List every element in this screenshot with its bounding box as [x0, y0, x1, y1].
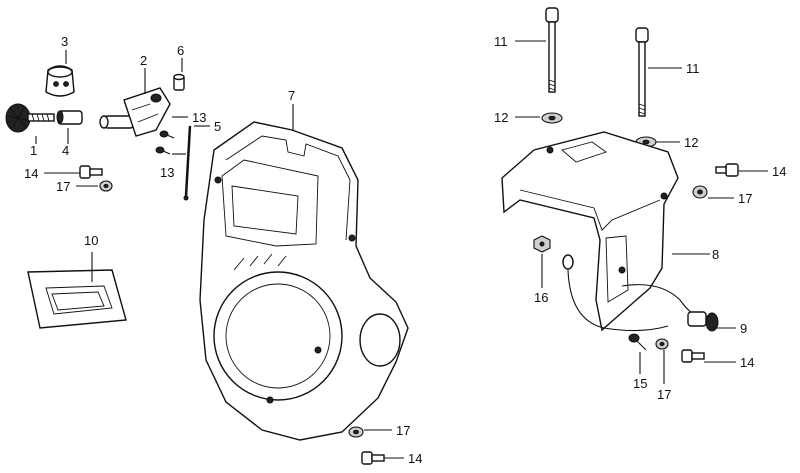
screw-13b-part: [155, 146, 171, 155]
sleeve-part: [56, 110, 83, 125]
callout-5: 5: [214, 119, 221, 134]
callout-12-right: 12: [684, 135, 698, 150]
callout-3: 3: [61, 34, 68, 49]
callout-17-bottom: 17: [396, 423, 410, 438]
callout-1: 1: [30, 143, 37, 158]
callout-14-right-upper: 14: [772, 164, 786, 179]
bolt-11-right-part: [635, 27, 649, 117]
callout-16: 16: [534, 290, 548, 305]
callout-2: 2: [140, 53, 147, 68]
stop-switch-part: [687, 311, 719, 332]
callout-13-lower: 13: [160, 165, 174, 180]
callout-8: 8: [712, 247, 719, 262]
bolt-14-left-part: [79, 165, 103, 179]
rod-part: [183, 125, 192, 201]
callout-4: 4: [62, 143, 69, 158]
callout-17-right-lower: 17: [657, 387, 671, 402]
callout-12-left: 12: [494, 110, 508, 125]
washer-17-right-upper-part: [692, 185, 708, 199]
callout-14-right-lower: 14: [740, 355, 754, 370]
pin-part: [173, 73, 185, 91]
screw-13a-part: [159, 130, 175, 139]
callout-7: 7: [288, 88, 295, 103]
fan-cover-part: [199, 121, 409, 441]
callout-17-left: 17: [56, 179, 70, 194]
callout-10: 10: [84, 233, 98, 248]
callout-13-upper: 13: [192, 110, 206, 125]
callout-11-right: 11: [686, 61, 700, 76]
callout-15: 15: [633, 376, 647, 391]
bolt-14-right-lower-part: [681, 349, 705, 363]
shroud-part: [501, 131, 679, 332]
washer-17-bottom-part: [348, 426, 364, 438]
cap-part: [45, 65, 75, 97]
callout-11-left: 11: [494, 34, 508, 49]
bolt-14-right-upper-part: [715, 163, 739, 177]
callout-9: 9: [740, 321, 747, 336]
washer-17-right-lower-part: [655, 338, 669, 350]
callout-17-right-upper: 17: [738, 191, 752, 206]
nut-16-part: [533, 235, 551, 253]
callout-6: 6: [177, 43, 184, 58]
bracket-part: [99, 87, 171, 137]
leader-lines: [35, 40, 768, 459]
plate-part: [27, 269, 127, 329]
knob-bolt-part: [5, 103, 55, 133]
callout-14-left: 14: [24, 166, 38, 181]
callout-14-bottom: 14: [408, 451, 422, 466]
screw-15-part: [628, 333, 647, 351]
washer-17-left-part: [99, 180, 113, 192]
bolt-11-left-part: [545, 7, 559, 93]
washer-12-left-part: [541, 112, 563, 124]
bolt-14-bottom-part: [361, 451, 385, 465]
